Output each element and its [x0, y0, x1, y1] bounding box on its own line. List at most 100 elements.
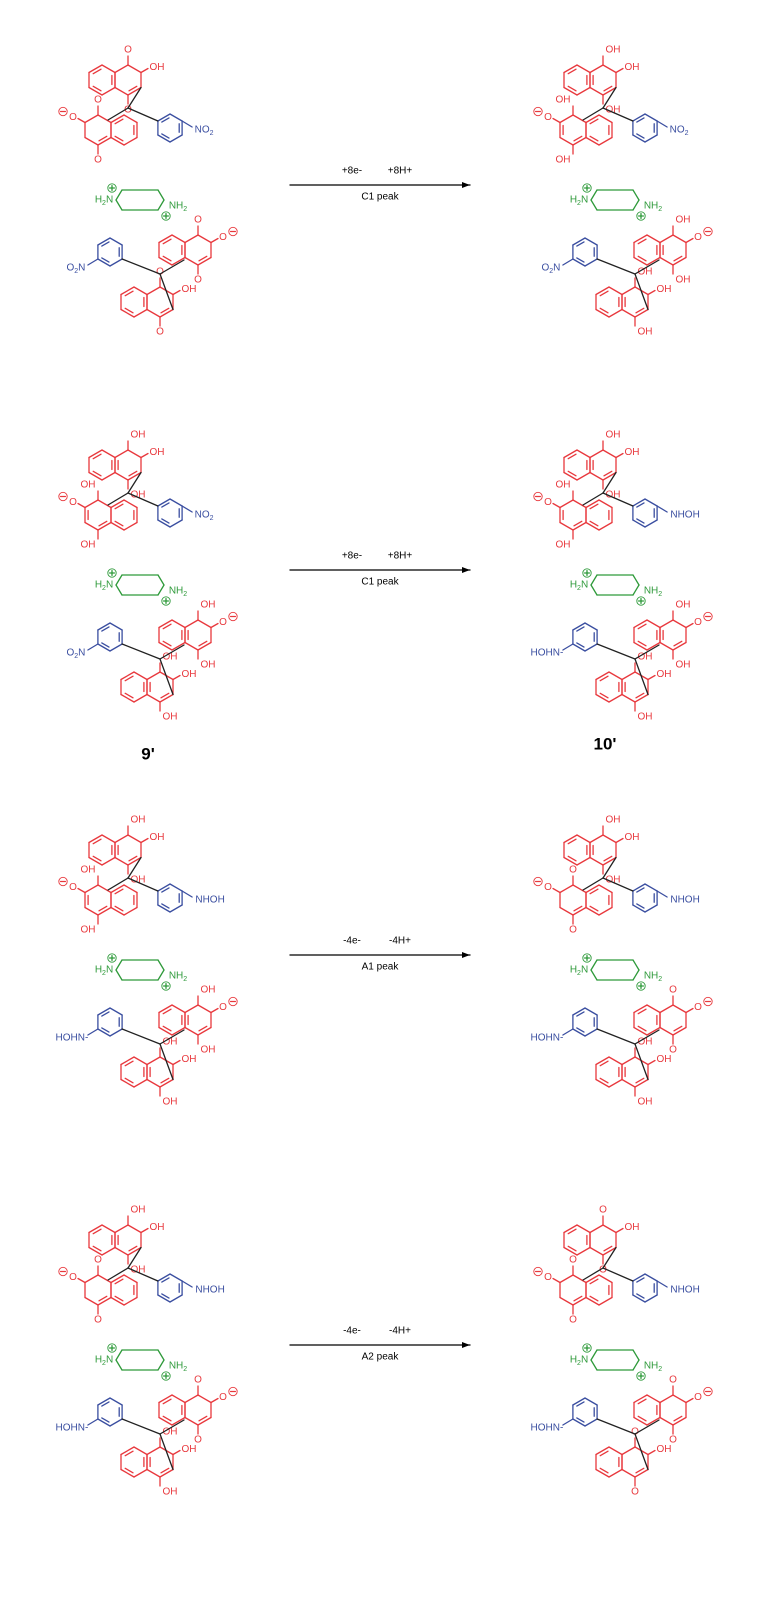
hydroxyl-label: OH [163, 1097, 178, 1108]
carbonyl-label: O [194, 1375, 202, 1386]
ring-bond [123, 884, 138, 894]
double-bond [114, 118, 124, 125]
double-bond [128, 470, 138, 477]
hydroxyl-label: OH [676, 215, 691, 226]
double-bond [124, 692, 134, 699]
ring-bond [84, 906, 99, 916]
reaction-step: OOOHOOONO2H2NNH2OOOOOOHO2NOHOHOHOHOHONO2… [58, 45, 713, 338]
double-bond [160, 1077, 170, 1084]
hydroxylamine-label: HOHN- [531, 1423, 564, 1434]
ring-bond [589, 1246, 604, 1256]
hydroxyl-label: OH [81, 480, 96, 491]
ring-bond [598, 521, 613, 531]
methine-bond [127, 1246, 142, 1269]
substituent-bond [552, 502, 561, 509]
ring-bond [114, 471, 129, 481]
ring-bond [572, 1028, 586, 1037]
double-bond [589, 520, 599, 527]
hydroxyl-label: OH [131, 875, 146, 886]
double-bond [603, 855, 613, 862]
ring-bond [127, 64, 142, 74]
bond [115, 574, 123, 586]
ring-bond [120, 1468, 135, 1478]
ring-bond [184, 641, 199, 651]
substituent-bond [562, 1028, 574, 1036]
nitro-label: NO2 [195, 125, 214, 138]
ring-bond [97, 1007, 111, 1016]
double-bond [576, 1011, 585, 1017]
nitro-label: NO2 [670, 125, 689, 138]
ring-bond [646, 641, 661, 651]
ring-bond [171, 1394, 186, 1404]
ring-bond [88, 834, 103, 844]
double-bond [92, 470, 102, 477]
ring-bond [109, 1007, 123, 1016]
ring-bond [97, 622, 111, 631]
ring-bond [133, 693, 148, 703]
ring-bond [632, 1273, 646, 1282]
ring-bond [633, 256, 648, 266]
ring-bond [659, 1026, 674, 1036]
bond [590, 959, 598, 971]
carbonyl-label: O [124, 105, 132, 116]
ring-bond [632, 519, 646, 528]
ring-bond [585, 1296, 600, 1306]
aryl-unit: NHOH [632, 1273, 700, 1303]
ring-bond [608, 1078, 623, 1088]
ring-bond [572, 258, 586, 267]
substituent-bond [77, 887, 86, 894]
ring-bond [169, 1294, 183, 1303]
positive-charge-icon [582, 1343, 592, 1353]
ring-bond [602, 471, 617, 481]
double-bond [635, 1077, 645, 1084]
ring-bond [101, 1246, 116, 1256]
carbonyl-label: O [94, 95, 102, 106]
arrowhead-icon [462, 567, 470, 573]
ring-bond [120, 693, 135, 703]
hydroxyl-label: OH [556, 540, 571, 551]
substituent-bond [562, 258, 574, 266]
ring-bond [133, 1468, 148, 1478]
aryl-unit: NO2 [632, 113, 689, 143]
double-bond [576, 642, 585, 648]
aryl-unit: HOHN- [56, 1397, 123, 1434]
carbonyl-label: O [599, 1265, 607, 1276]
methine-bond [634, 658, 649, 696]
ring-bond [672, 1416, 687, 1426]
ring-bond [158, 234, 173, 244]
bond [157, 969, 165, 981]
carbonyl-label: O [569, 1255, 577, 1266]
double-bond [161, 903, 170, 909]
ring-bond [157, 134, 171, 143]
ring-bond [114, 1224, 129, 1234]
ring-bond [197, 619, 212, 629]
hydroxyl-label: OH [606, 815, 621, 826]
hydroxylamine-label: NHOH [670, 1285, 699, 1296]
hydroxyl-label: OH [556, 480, 571, 491]
ring-bond [644, 1273, 658, 1282]
bond [115, 584, 123, 596]
peak-label: C1 peak [361, 577, 399, 588]
substituent-bond [562, 643, 574, 651]
methine-bond [159, 1419, 185, 1435]
double-bond [124, 307, 134, 314]
ring-bond [133, 671, 148, 681]
double-bond [161, 1293, 170, 1299]
reaction-step: OHOHOHOHOHONHOHH2NNH2OHOHOOHOHOHHOHN-OHO… [56, 815, 713, 1108]
hydroxyl-label: OH [625, 1222, 640, 1233]
methine-bond [159, 658, 174, 696]
double-bond [599, 1450, 609, 1457]
bond [590, 1349, 598, 1361]
hydroxyl-label: OH [131, 490, 146, 501]
bond [632, 1359, 640, 1371]
positive-charge-icon [636, 981, 646, 991]
ring-bond [133, 286, 148, 296]
substituent-bond [87, 643, 99, 651]
bond [157, 574, 165, 586]
compound-label: 10' [594, 734, 617, 753]
methine-bond [596, 258, 636, 275]
